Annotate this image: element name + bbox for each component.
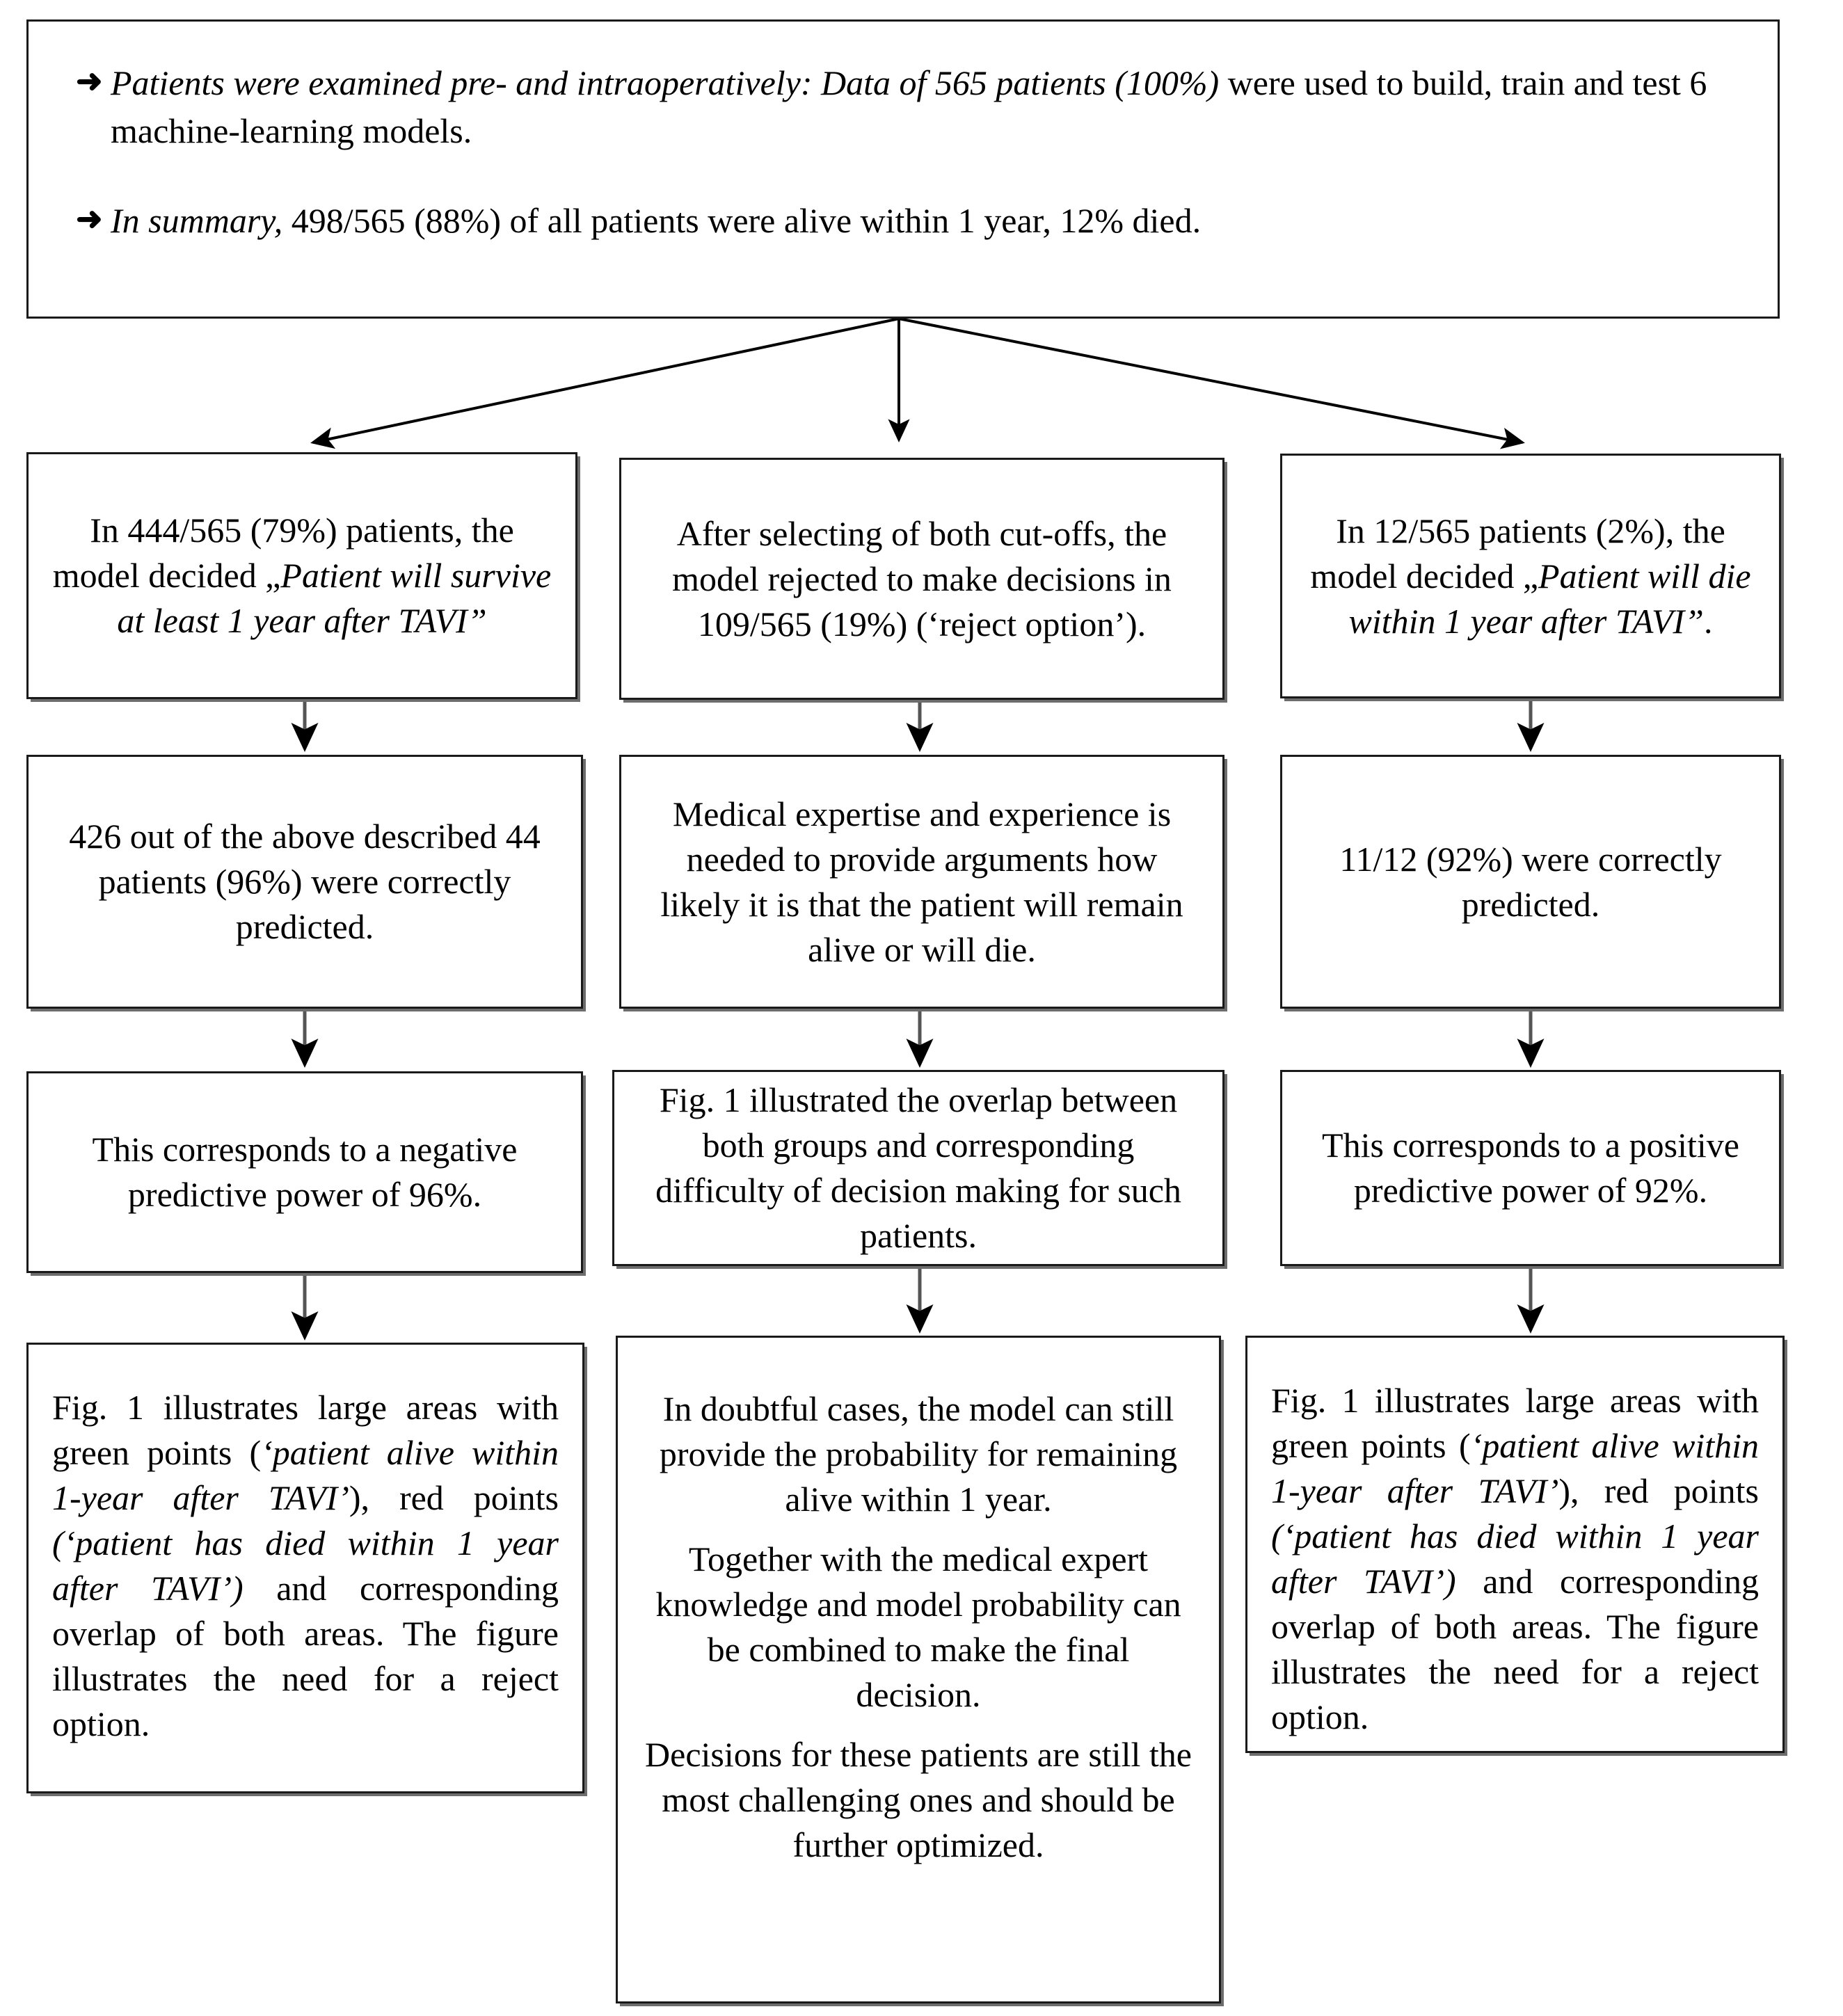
paragraph-text: 11/12 (92%) were correctly predicted. <box>1306 837 1755 927</box>
process-box-right-4-content: Fig. 1 illustrates large areas with gree… <box>1247 1338 1782 1751</box>
text-run: This corresponds to a negative predictiv… <box>92 1130 518 1214</box>
paragraph-text: Fig. 1 illustrates large areas with gree… <box>52 1385 559 1747</box>
text-run: In 12/565 patients (2%), the model decid… <box>1310 511 1725 595</box>
paragraph: 426 out of the above described 44 patien… <box>52 814 557 950</box>
process-box-right-1: In 12/565 patients (2%), the model decid… <box>1280 454 1781 698</box>
process-box-left-3-content: This corresponds to a negative predictiv… <box>29 1073 581 1271</box>
process-box-middle-2: Medical expertise and experience is need… <box>619 755 1224 1009</box>
text-run: ), red points <box>1558 1471 1759 1510</box>
italic-run: (‘patient has died within 1 year after T… <box>52 1523 559 1608</box>
text-run: In doubtful cases, the model can still p… <box>659 1389 1178 1519</box>
text-run: and corresponding overlap of both areas.… <box>52 1569 559 1743</box>
process-box-middle-4: In doubtful cases, the model can still p… <box>616 1336 1221 2003</box>
paragraph: Together with the medical expert knowled… <box>641 1537 1195 1718</box>
italic-run: Patient will survive at least 1 year aft… <box>117 556 552 640</box>
text-run: 11/12 (92%) were correctly predicted. <box>1339 839 1722 924</box>
process-box-right-2-content: 11/12 (92%) were correctly predicted. <box>1282 757 1779 1007</box>
summary-bullet-2-italic: In summary, <box>111 201 283 240</box>
paragraph-text: Fig. 1 illustrated the overlap between b… <box>638 1078 1199 1258</box>
summary-bullet-2-text: In summary, 498/565 (88%) of all patient… <box>111 197 1741 245</box>
process-box-right-2: 11/12 (92%) were correctly predicted. <box>1280 755 1781 1009</box>
process-box-middle-4-content: In doubtful cases, the model can still p… <box>618 1338 1219 2001</box>
paragraph: After selecting of both cut-offs, the mo… <box>645 511 1199 647</box>
process-box-left-1-content: In 444/565 (79%) patients, the model dec… <box>29 454 575 697</box>
summary-bullet-2: ➜ In summary, 498/565 (88%) of all patie… <box>56 197 1741 245</box>
summary-bullet-1-text: Patients were examined pre- and intraope… <box>111 59 1741 155</box>
process-box-right-3: This corresponds to a positive predictiv… <box>1280 1070 1781 1266</box>
paragraph-text: After selecting of both cut-offs, the mo… <box>645 511 1199 647</box>
summary-bullet-2-rest: 498/565 (88%) of all patients were alive… <box>282 201 1202 240</box>
process-box-middle-3-content: Fig. 1 illustrated the overlap between b… <box>614 1072 1222 1264</box>
summary-bullet-1: ➜ Patients were examined pre- and intrao… <box>56 59 1741 155</box>
text-run: Together with the medical expert knowled… <box>655 1539 1181 1714</box>
paragraph-text: In 12/565 patients (2%), the model decid… <box>1306 509 1755 644</box>
paragraph: In 444/565 (79%) patients, the model dec… <box>52 508 552 643</box>
text-run: Decisions for these patients are still t… <box>645 1734 1192 1864</box>
process-box-right-4: Fig. 1 illustrates large areas with gree… <box>1245 1336 1785 1753</box>
summary-bullet-1-rest: were used to build, train and test 6 mac… <box>111 63 1707 150</box>
text-run: Medical expertise and experience is need… <box>660 794 1183 969</box>
italic-run: Patient will die within 1 year after TAV… <box>1348 556 1751 641</box>
paragraph: Decisions for these patients are still t… <box>641 1732 1195 1868</box>
process-box-left-3: This corresponds to a negative predictiv… <box>26 1071 583 1273</box>
paragraph-text: 426 out of the above described 44 patien… <box>52 814 557 950</box>
process-box-left-1: In 444/565 (79%) patients, the model dec… <box>26 452 577 699</box>
text-run: . <box>1703 601 1713 641</box>
italic-run: ‘patient alive within 1-year after TAVI’ <box>52 1433 559 1517</box>
paragraph: This corresponds to a positive predictiv… <box>1306 1123 1755 1213</box>
paragraph: Fig. 1 illustrates large areas with gree… <box>52 1385 559 1747</box>
process-box-right-1-content: In 12/565 patients (2%), the model decid… <box>1282 456 1779 696</box>
text-run: In 444/565 (79%) patients, the model dec… <box>52 511 514 595</box>
summary-bullet-1-italic: Patients were examined pre- and intraope… <box>111 63 1220 102</box>
paragraph: Medical expertise and experience is need… <box>645 792 1199 973</box>
arrow-bullet-icon: ➜ <box>76 63 103 99</box>
paragraph-text: In doubtful cases, the model can still p… <box>641 1386 1195 1522</box>
text-run: and corresponding overlap of both areas.… <box>1271 1562 1759 1736</box>
process-box-left-4-content: Fig. 1 illustrates large areas with gree… <box>29 1345 582 1791</box>
summary-box: ➜ Patients were examined pre- and intrao… <box>26 19 1780 319</box>
paragraph: Fig. 1 illustrated the overlap between b… <box>638 1078 1199 1258</box>
italic-run: ‘patient alive within 1-year after TAVI’ <box>1271 1426 1759 1510</box>
text-run: Fig. 1 illustrated the overlap between b… <box>655 1080 1181 1255</box>
text-run: 426 out of the above described 44 patien… <box>69 817 541 946</box>
text-run: ), red points <box>349 1478 559 1517</box>
paragraph: In doubtful cases, the model can still p… <box>641 1386 1195 1522</box>
text-run: After selecting of both cut-offs, the mo… <box>672 513 1172 643</box>
paragraph-text: Together with the medical expert knowled… <box>641 1537 1195 1718</box>
italic-run: (‘patient has died within 1 year after T… <box>1271 1517 1759 1601</box>
process-box-left-2: 426 out of the above described 44 patien… <box>26 755 583 1009</box>
paragraph-text: In 444/565 (79%) patients, the model dec… <box>52 508 552 643</box>
process-box-middle-1: After selecting of both cut-offs, the mo… <box>619 458 1224 700</box>
process-box-left-4: Fig. 1 illustrates large areas with gree… <box>26 1343 584 1793</box>
process-box-middle-3: Fig. 1 illustrated the overlap between b… <box>612 1070 1224 1266</box>
paragraph-text: Medical expertise and experience is need… <box>645 792 1199 973</box>
arrow-bullet-icon: ➜ <box>76 201 103 237</box>
paragraph: Fig. 1 illustrates large areas with gree… <box>1271 1378 1759 1740</box>
paragraph-text: This corresponds to a negative predictiv… <box>52 1127 557 1217</box>
process-box-right-3-content: This corresponds to a positive predictiv… <box>1282 1072 1779 1264</box>
process-box-middle-1-content: After selecting of both cut-offs, the mo… <box>621 460 1222 698</box>
text-run: Fig. 1 illustrates large areas with gree… <box>1271 1381 1759 1465</box>
text-run: This corresponds to a positive predictiv… <box>1322 1126 1739 1210</box>
paragraph-text: Fig. 1 illustrates large areas with gree… <box>1271 1378 1759 1740</box>
text-run: Fig. 1 illustrates large areas with gree… <box>52 1388 559 1472</box>
process-box-middle-2-content: Medical expertise and experience is need… <box>621 757 1222 1007</box>
paragraph: 11/12 (92%) were correctly predicted. <box>1306 837 1755 927</box>
paragraph-text: This corresponds to a positive predictiv… <box>1306 1123 1755 1213</box>
paragraph: This corresponds to a negative predictiv… <box>52 1127 557 1217</box>
paragraph-text: Decisions for these patients are still t… <box>641 1732 1195 1868</box>
paragraph: In 12/565 patients (2%), the model decid… <box>1306 509 1755 644</box>
process-box-left-2-content: 426 out of the above described 44 patien… <box>29 757 581 1007</box>
